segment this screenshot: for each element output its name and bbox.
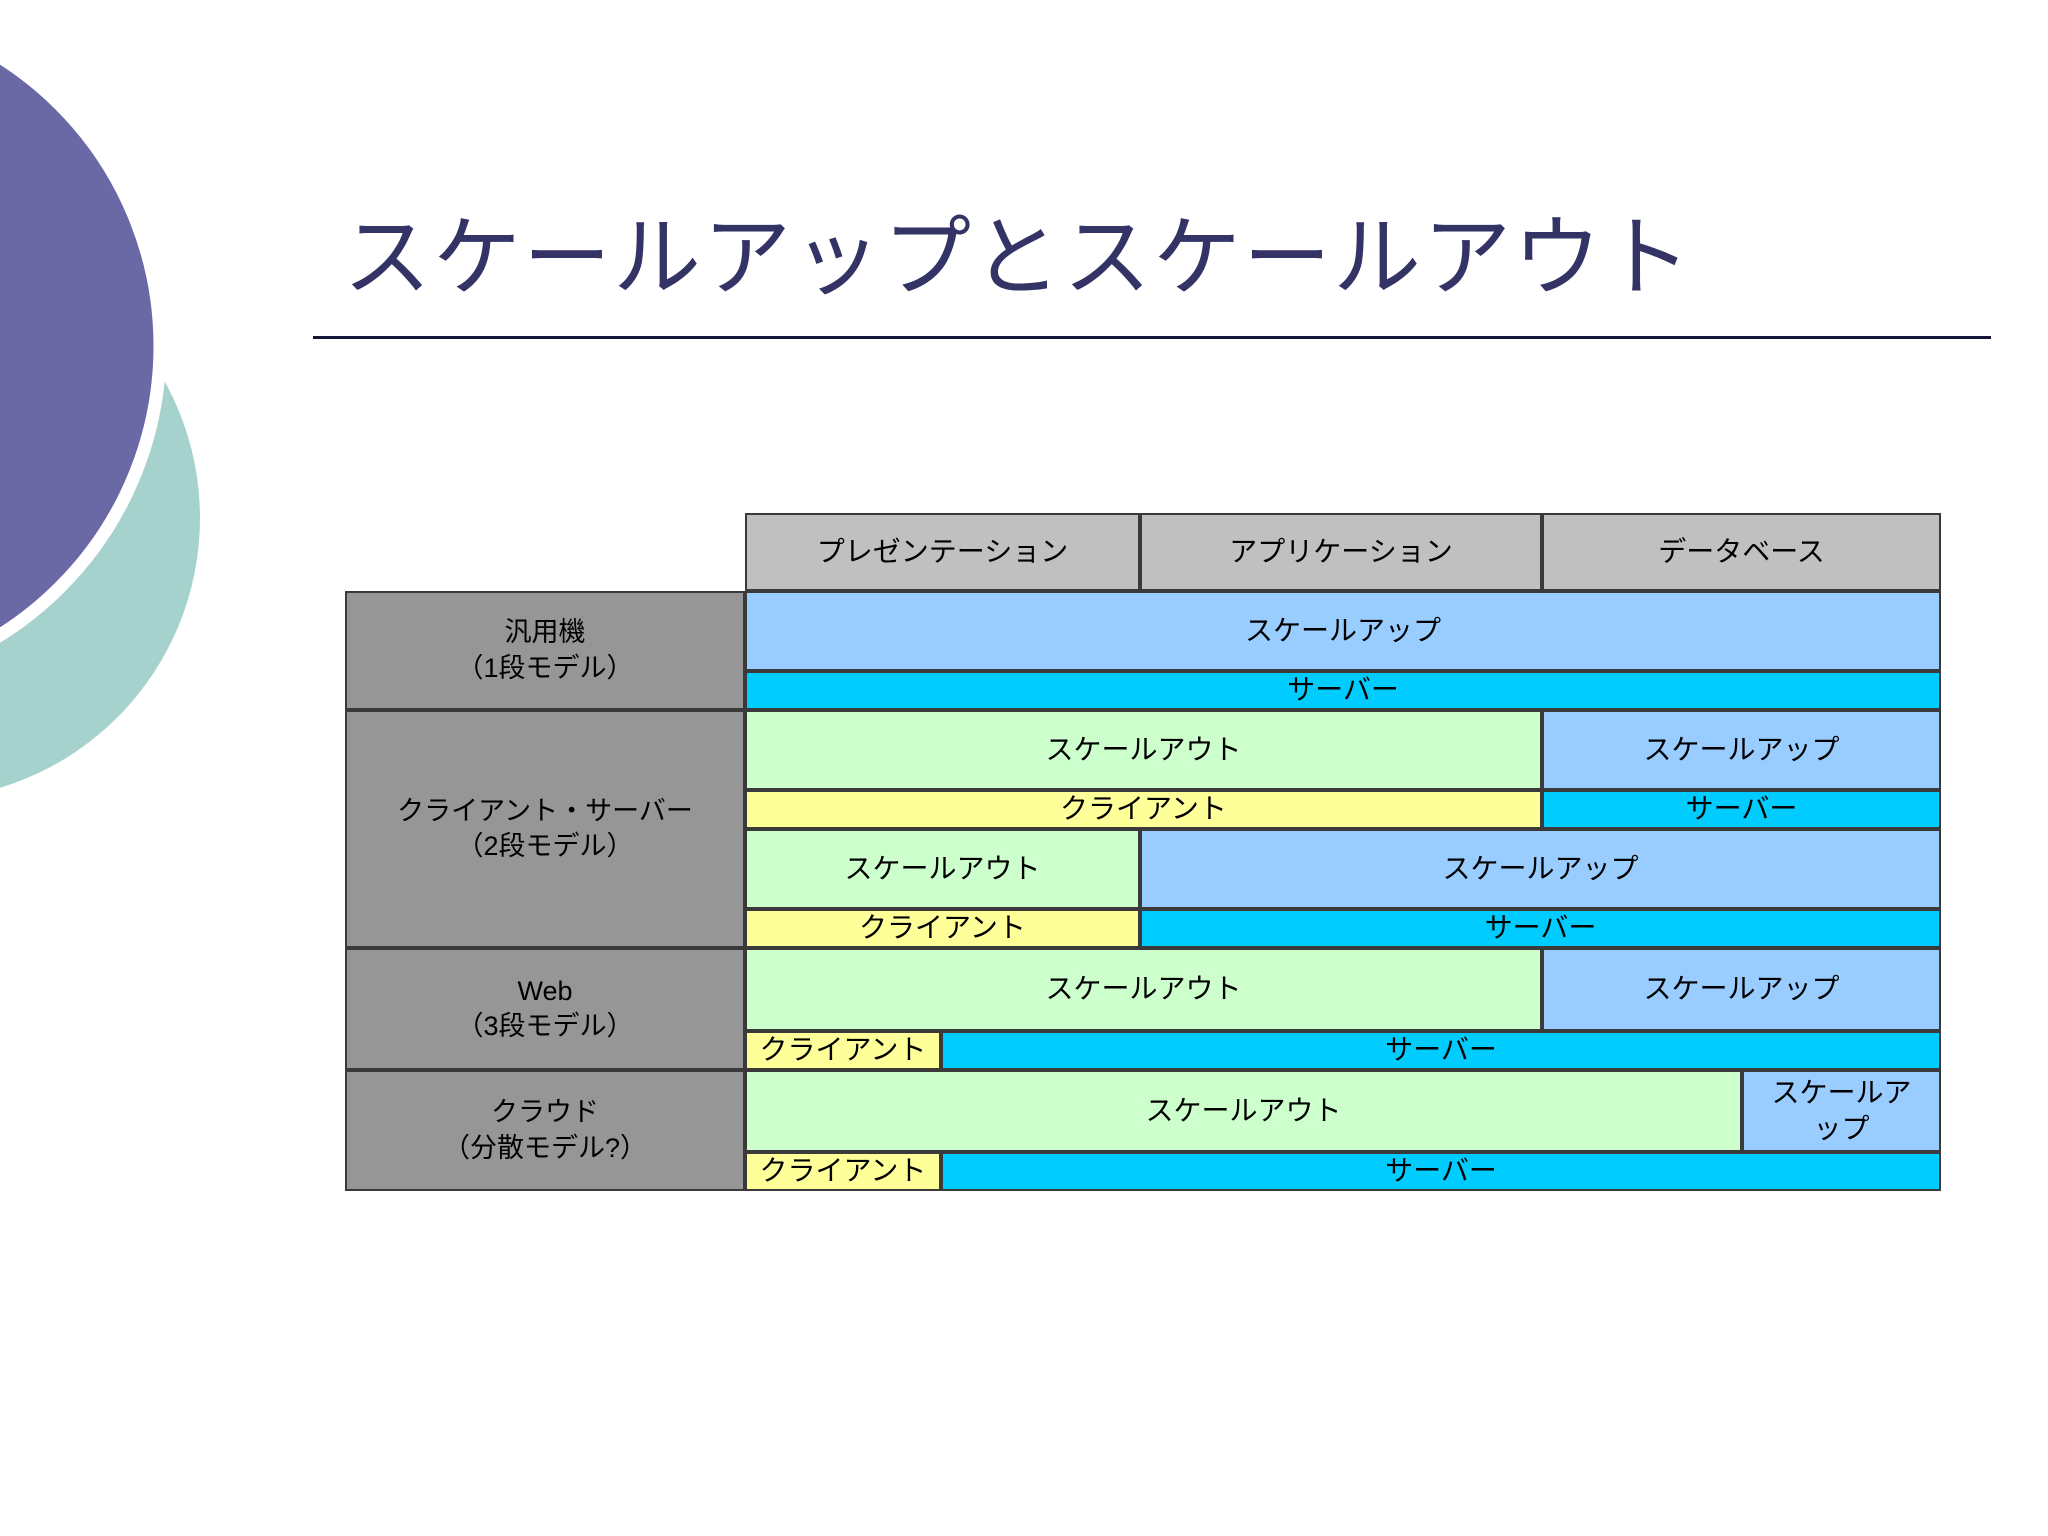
bar-row2a-scale-out: スケールアウト xyxy=(745,710,1542,790)
bar-row4-server: サーバー xyxy=(941,1152,1941,1191)
slide-title: スケールアップとスケールアウト xyxy=(343,208,1694,307)
bar-row2b-scale-out: スケールアウト xyxy=(745,829,1140,909)
bar-row4-scale-up: スケールアップ xyxy=(1742,1070,1941,1152)
bar-row1-server: サーバー xyxy=(745,671,1941,710)
column-header-application: アプリケーション xyxy=(1140,513,1542,591)
row-label-client-server: クライアント・サーバー （2段モデル） xyxy=(345,710,745,948)
row-label-web: Web （3段モデル） xyxy=(345,948,745,1070)
title-underline xyxy=(313,336,1991,339)
bar-row2b-scale-up: スケールアップ xyxy=(1140,829,1941,909)
bar-row1-scale-up: スケールアップ xyxy=(745,591,1941,671)
bar-row2a-server: サーバー xyxy=(1542,790,1941,829)
bar-row3-scale-up: スケールアップ xyxy=(1542,948,1941,1031)
bar-row2a-scale-up: スケールアップ xyxy=(1542,710,1941,790)
row-label-client-server-name: クライアント・サーバー xyxy=(397,795,693,826)
bar-row3-server: サーバー xyxy=(941,1031,1941,1070)
column-header-presentation: プレゼンテーション xyxy=(745,513,1140,591)
row-label-web-model: （3段モデル） xyxy=(456,1011,634,1041)
row-label-mainframe: 汎用機 （1段モデル） xyxy=(345,591,745,710)
row-label-cloud-model: （分散モデル?） xyxy=(442,1132,648,1163)
row-label-cloud: クラウド （分散モデル?） xyxy=(345,1070,745,1191)
bar-row2a-client: クライアント xyxy=(745,790,1542,829)
row-label-cloud-name: クラウド xyxy=(491,1097,599,1128)
corner-decoration xyxy=(0,49,200,788)
bar-row2b-client: クライアント xyxy=(745,909,1140,948)
decorative-circle-purple xyxy=(0,49,167,643)
row-label-client-server-model: （2段モデル） xyxy=(456,831,634,861)
bar-row2b-server: サーバー xyxy=(1140,909,1941,948)
bar-row4-scale-out: スケールアウト xyxy=(745,1070,1742,1152)
bar-row3-scale-out: スケールアウト xyxy=(745,948,1542,1031)
row-label-web-name: Web xyxy=(517,975,573,1006)
bar-row4-client: クライアント xyxy=(745,1152,941,1191)
row-label-mainframe-name: 汎用機 xyxy=(504,617,586,648)
bar-row3-client: クライアント xyxy=(745,1031,941,1070)
row-label-mainframe-model: （1段モデル） xyxy=(456,652,634,683)
column-header-database: データベース xyxy=(1542,513,1941,591)
